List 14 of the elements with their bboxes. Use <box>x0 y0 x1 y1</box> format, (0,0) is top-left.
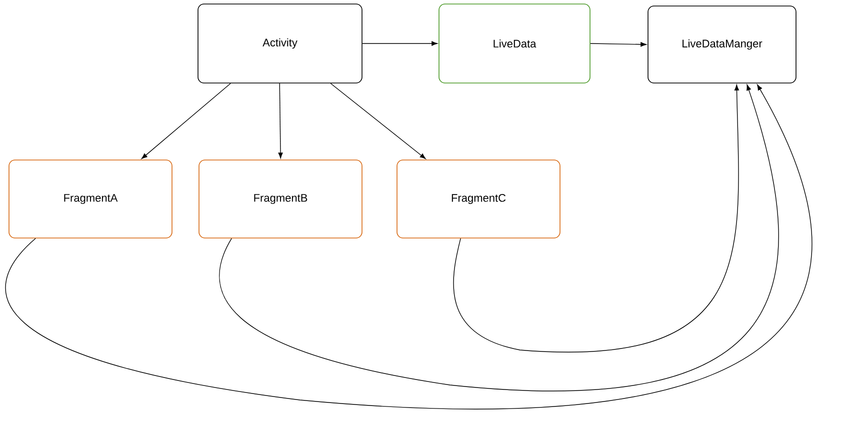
arrow <box>6 84 811 410</box>
arrow <box>219 84 779 391</box>
arrow <box>278 83 283 158</box>
process-box: FragmentC <box>396 160 560 238</box>
process-box: LiveDataManger <box>648 6 796 84</box>
arrow <box>453 84 739 352</box>
arrow <box>330 83 426 160</box>
process-box: Activity <box>198 4 362 84</box>
process-box: LiveData <box>438 4 590 84</box>
process-box: FragmentB <box>198 160 362 238</box>
arrow <box>590 42 646 47</box>
process-box: FragmentA <box>8 160 172 238</box>
arrow <box>362 41 438 46</box>
arrow <box>141 83 231 159</box>
